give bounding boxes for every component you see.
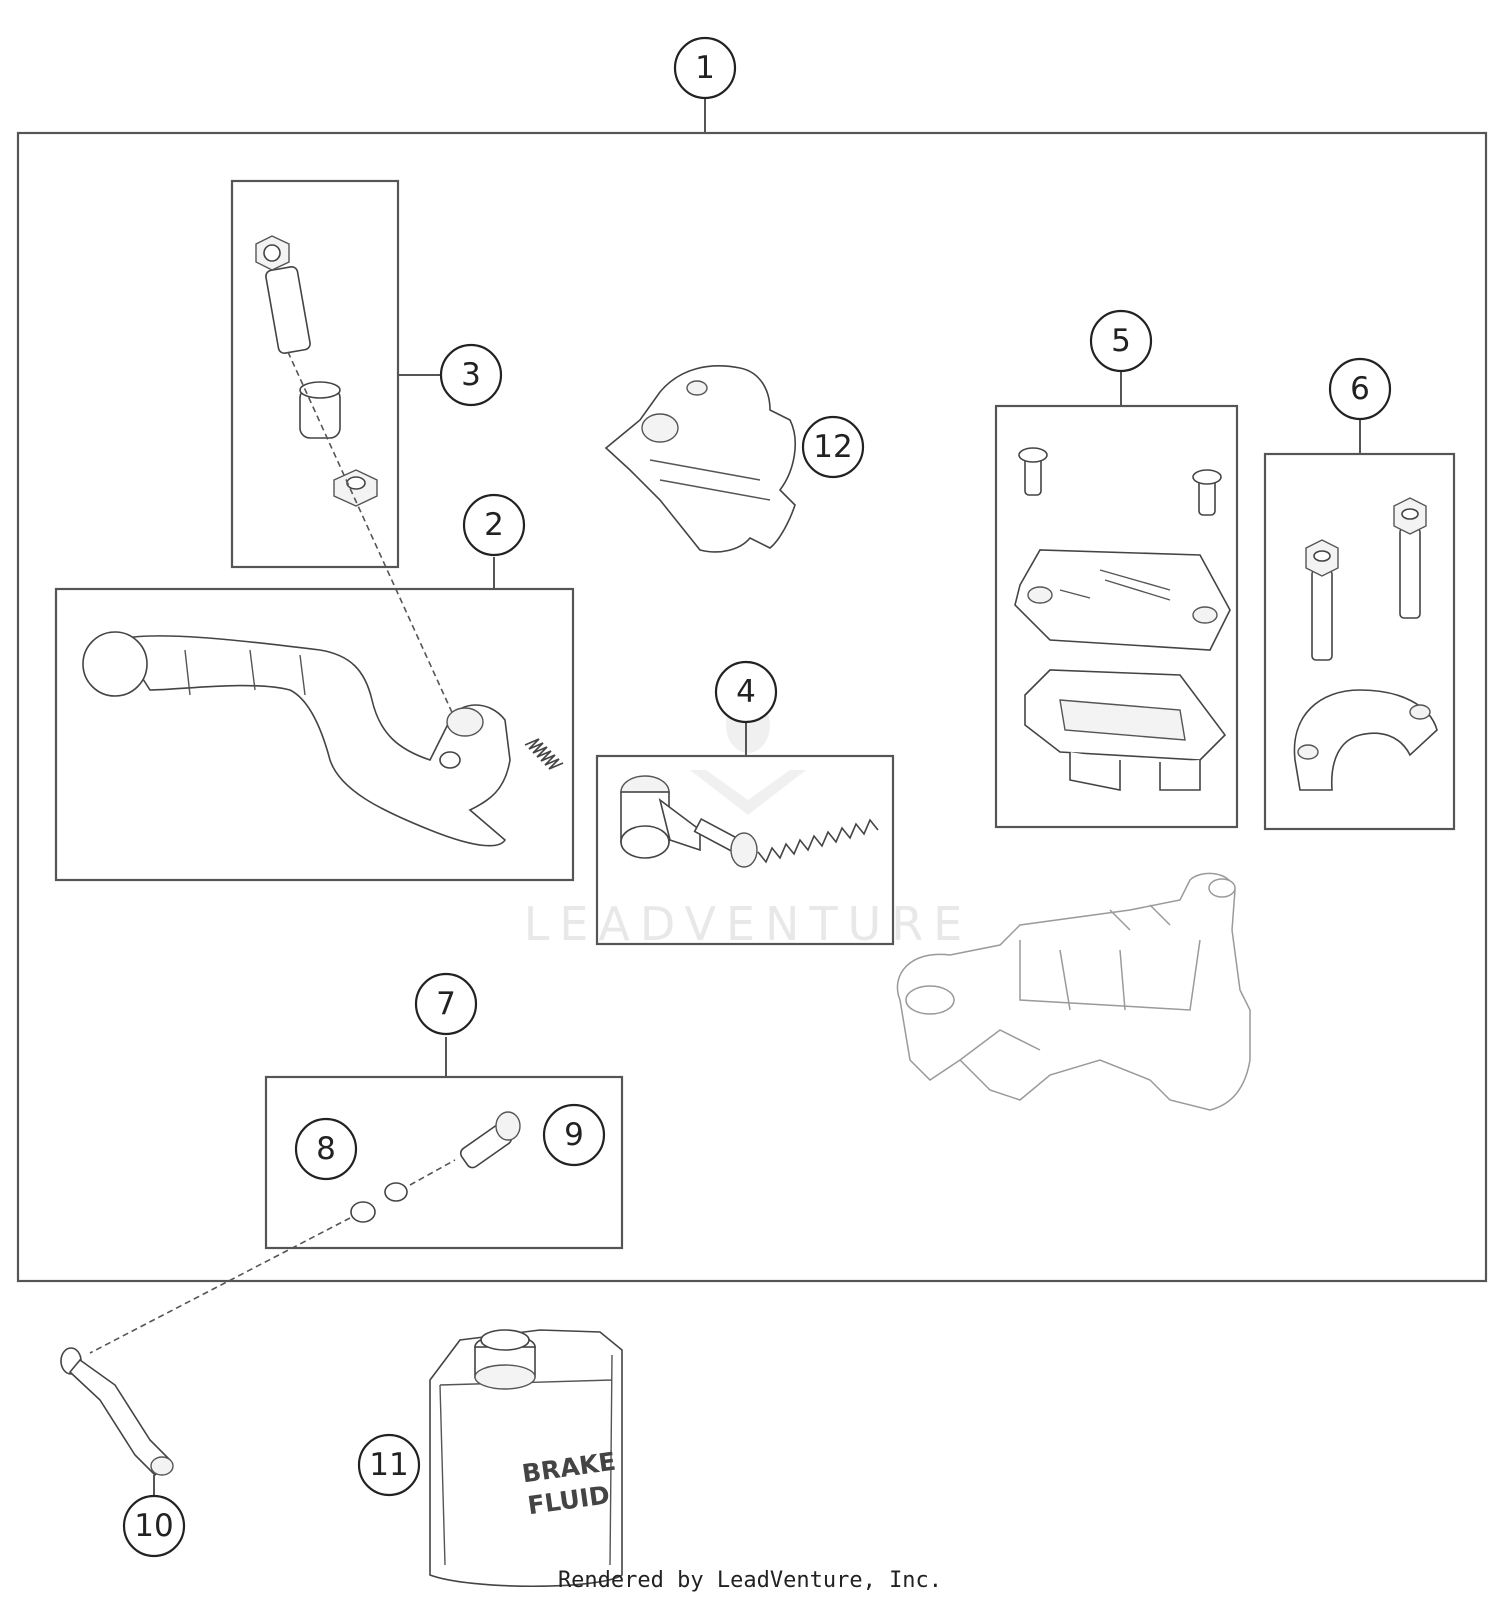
handlebar-clamp-kit xyxy=(1293,497,1438,791)
assembly-box-1 xyxy=(16,131,1488,1283)
pivot-bolt-kit xyxy=(255,235,461,731)
callout-8: 8 xyxy=(294,1117,358,1181)
callout-2: 2 xyxy=(462,493,526,557)
box-5 xyxy=(994,404,1239,829)
banjo-bolt xyxy=(60,1217,351,1477)
callout-4: 4 xyxy=(714,660,778,724)
box-3 xyxy=(230,179,400,569)
callout-11: 11 xyxy=(357,1433,421,1497)
bleeder-kit xyxy=(350,1111,521,1223)
callout-5: 5 xyxy=(1089,309,1153,373)
svg-text:6: 6 xyxy=(1350,371,1370,407)
svg-text:10: 10 xyxy=(134,1508,173,1544)
svg-text:7: 7 xyxy=(436,986,456,1022)
svg-text:5: 5 xyxy=(1111,323,1131,359)
callout-1: 1 xyxy=(673,36,737,100)
callout-10: 10 xyxy=(122,1494,186,1558)
brake-fluid-can: BRAKE FLUID xyxy=(429,1329,623,1587)
callout-12: 12 xyxy=(801,415,865,479)
svg-text:3: 3 xyxy=(461,357,481,393)
callout-9: 9 xyxy=(542,1103,606,1167)
render-credit: Rendered by LeadVenture, Inc. xyxy=(557,1568,943,1593)
box-7 xyxy=(264,1075,624,1250)
svg-text:8: 8 xyxy=(316,1131,336,1167)
box-2 xyxy=(54,587,575,882)
lever-spring xyxy=(524,738,564,770)
svg-text:1: 1 xyxy=(695,50,715,86)
svg-text:4: 4 xyxy=(736,674,756,710)
svg-text:12: 12 xyxy=(813,429,852,465)
callout-6: 6 xyxy=(1328,357,1392,421)
reservoir-housing xyxy=(604,365,796,553)
brake-lever xyxy=(82,631,564,847)
callout-3: 3 xyxy=(439,343,503,407)
master-cylinder-body xyxy=(896,872,1251,1111)
callout-7: 7 xyxy=(414,972,478,1036)
piston-kit xyxy=(620,775,879,868)
svg-text:9: 9 xyxy=(564,1117,584,1153)
watermark: LEADVENTURE xyxy=(524,697,962,951)
svg-text:2: 2 xyxy=(484,507,504,543)
svg-text:11: 11 xyxy=(369,1447,408,1483)
reservoir-cover-kit xyxy=(1014,447,1231,791)
